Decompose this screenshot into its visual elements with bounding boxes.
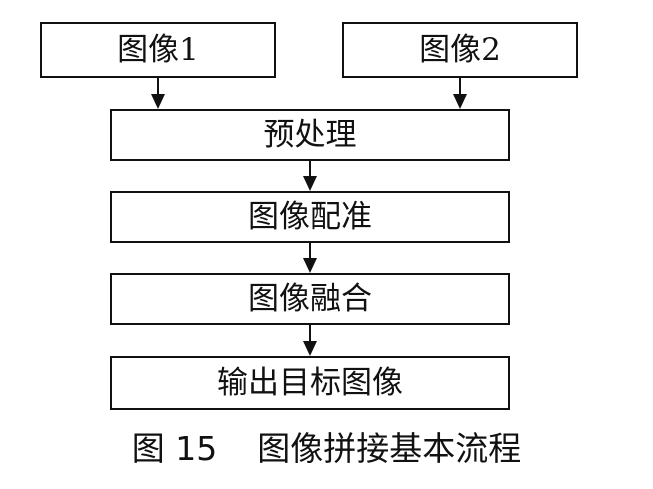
node-image-2-label: 图像2 — [419, 31, 501, 68]
node-fusion-label: 图像融合 — [248, 280, 372, 317]
node-fusion: 图像融合 — [110, 273, 510, 325]
node-image-2: 图像2 — [342, 22, 578, 78]
arrowhead-preprocess-to-registration — [303, 176, 317, 191]
arrowhead-fusion-to-output — [303, 341, 317, 356]
arrowhead-registration-to-fusion — [303, 258, 317, 273]
node-preprocess: 预处理 — [110, 109, 510, 161]
node-registration-label: 图像配准 — [248, 198, 372, 235]
node-image-1: 图像1 — [40, 22, 276, 78]
node-output: 输出目标图像 — [110, 356, 510, 410]
node-image-1-label: 图像1 — [117, 31, 199, 68]
node-preprocess-label: 预处理 — [263, 116, 357, 153]
figure-number: 图 15 — [131, 429, 218, 468]
node-registration: 图像配准 — [110, 191, 510, 243]
figure-caption: 图 15 图像拼接基本流程 — [0, 425, 653, 473]
arrowhead-image2-to-preprocess — [453, 94, 467, 109]
arrowhead-image1-to-preprocess — [151, 94, 165, 109]
figure-title: 图像拼接基本流程 — [257, 429, 522, 468]
node-output-label: 输出目标图像 — [217, 364, 403, 401]
